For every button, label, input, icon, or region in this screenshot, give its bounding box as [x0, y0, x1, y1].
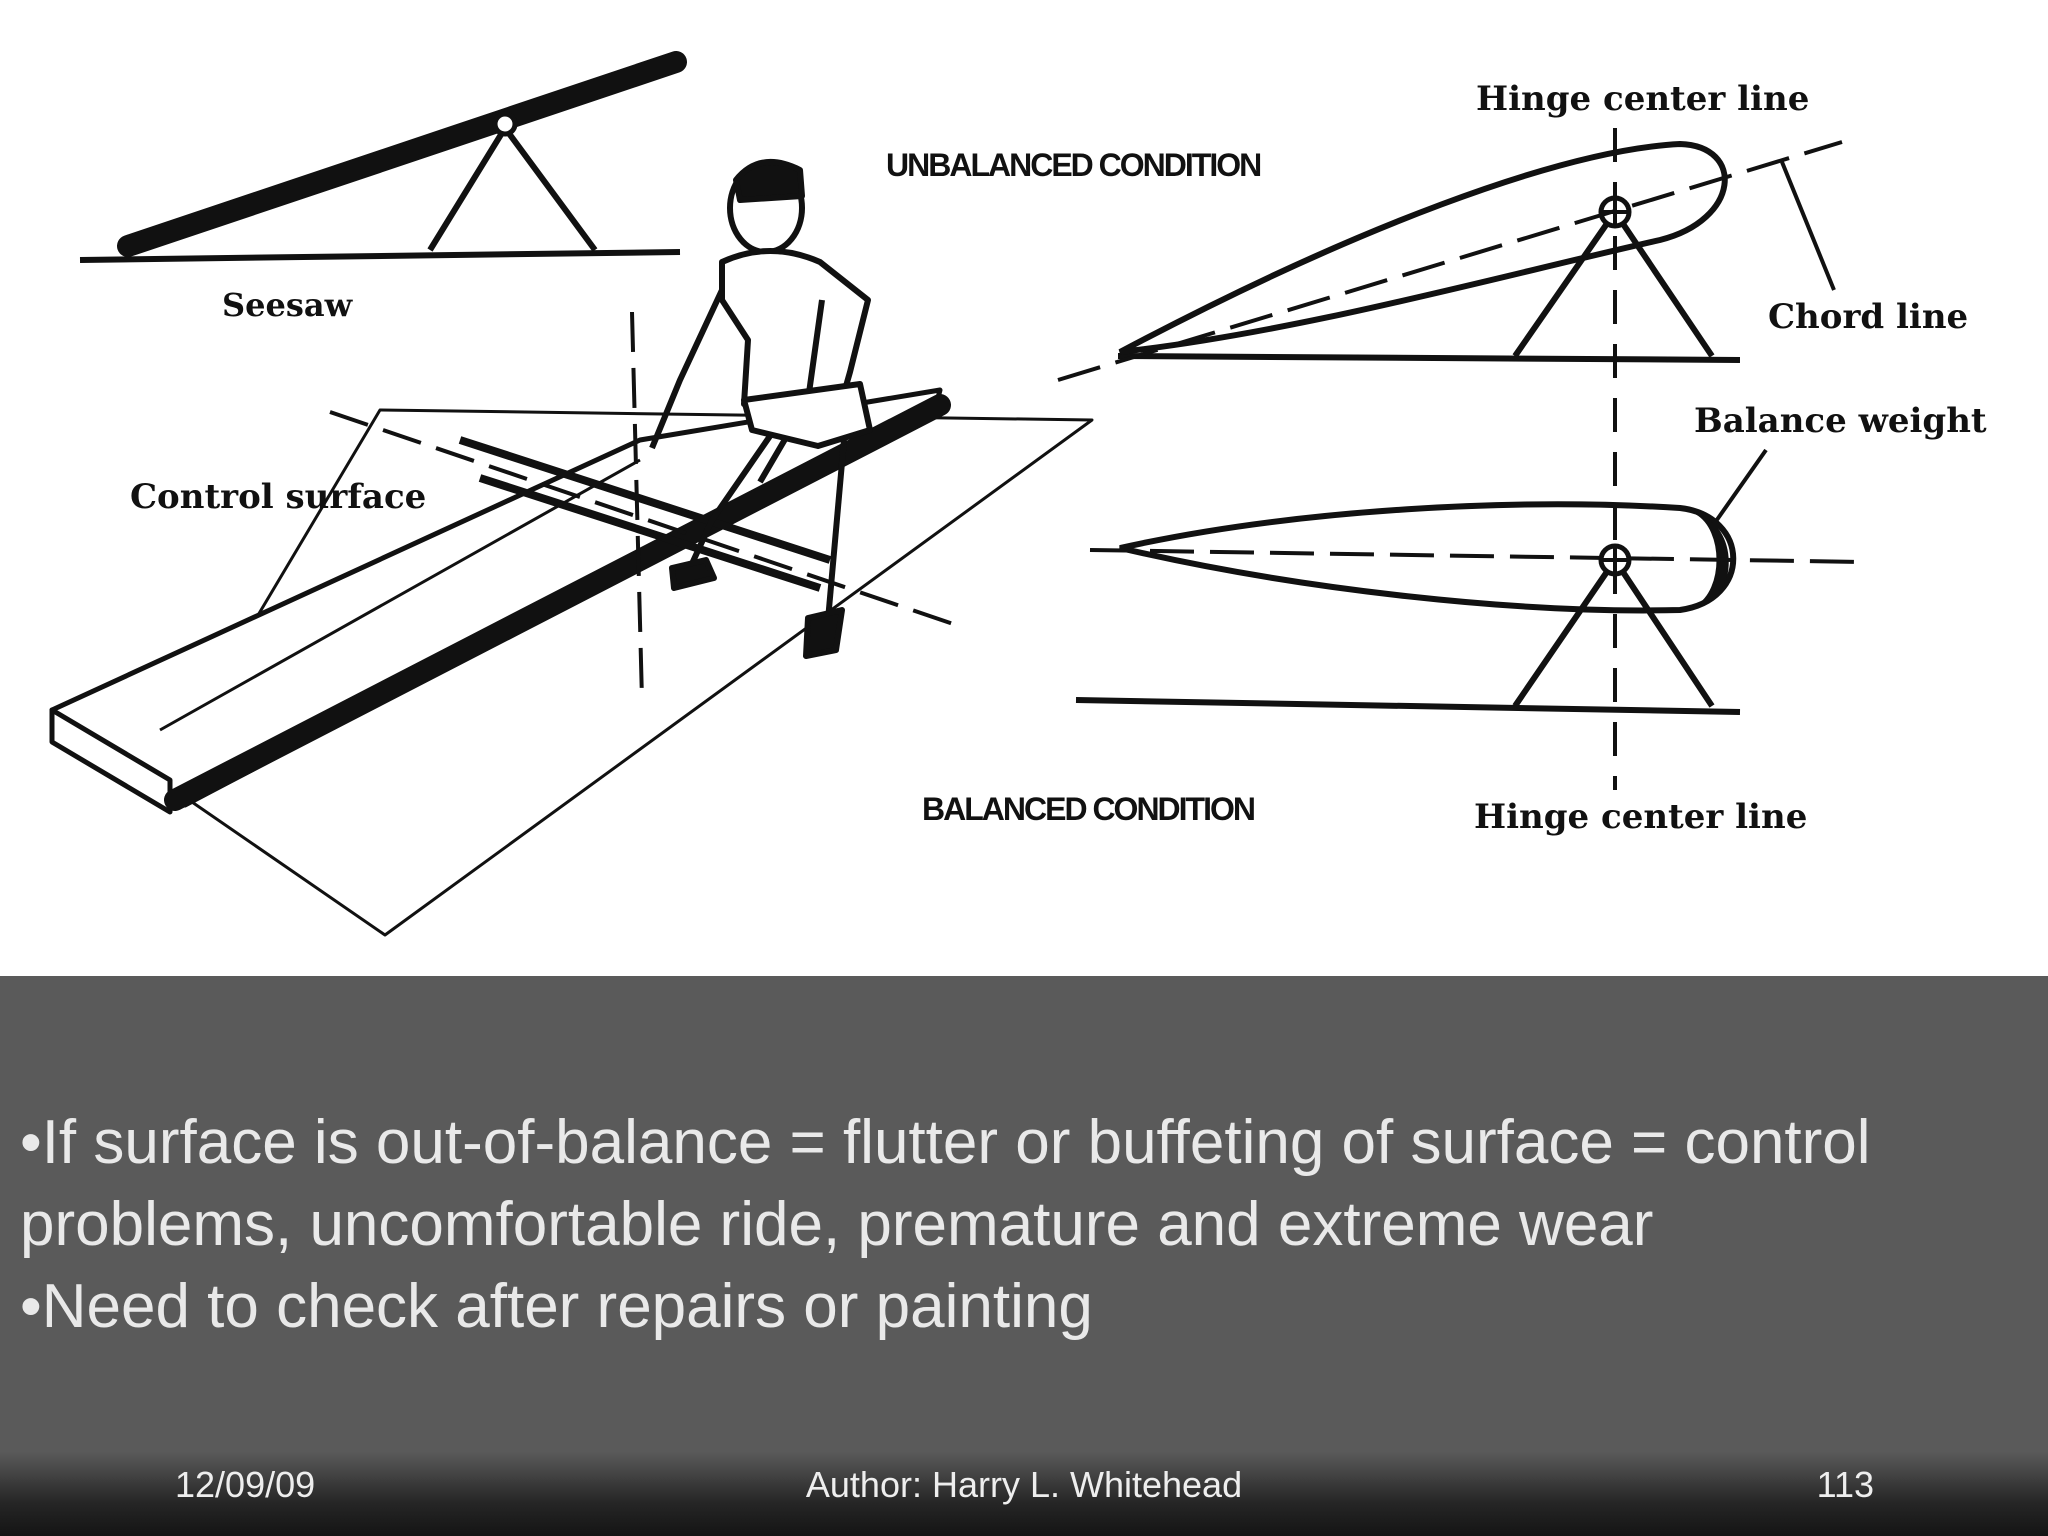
person-hair: [733, 159, 805, 203]
support-bar-1: [458, 436, 832, 564]
footer-page-number: 113: [1816, 1464, 1874, 1505]
seesaw-plank: [117, 51, 687, 257]
bullet-item: •Need to check after repairs or painting: [20, 1272, 1093, 1341]
person-left-arm: [649, 288, 725, 450]
footer: 12/09/09 Author: Harry L. Whitehead 113: [0, 1452, 2048, 1536]
control-surface-label: Control surface: [130, 477, 426, 517]
person-right-leg: [825, 439, 847, 621]
chord-line-label: Chord line: [1768, 297, 1968, 337]
hinge-label-bottom: Hinge center line: [1474, 797, 1807, 837]
unbalanced-ground: [1117, 353, 1741, 363]
hinge-label-top: Hinge center line: [1476, 79, 1809, 119]
unbalanced-airfoil: [1118, 140, 1728, 355]
balanced-ground: [1075, 697, 1741, 715]
unbalanced-chord-line: [1057, 140, 1843, 382]
diagram-svg: Seesaw: [49, 51, 1987, 937]
vertical-reference: [630, 311, 644, 701]
seesaw-illustration: [79, 51, 687, 263]
balance-weight: [1695, 513, 1729, 607]
footer-date: 12/09/09: [175, 1464, 316, 1505]
person-left-shoe: [669, 557, 717, 591]
person-figure: [649, 159, 873, 659]
balance-weight-label: Balance weight: [1694, 401, 1987, 441]
balance-weight-leader: [1712, 448, 1768, 526]
chord-leader: [1780, 161, 1836, 291]
text-area: [0, 976, 2048, 1452]
person-right-shoe: [803, 607, 845, 659]
balance-diagram: Seesaw: [0, 0, 2048, 976]
person-shirt: [719, 248, 871, 407]
unbalanced-label: UNBALANCED CONDITION: [886, 147, 1260, 183]
board-end-face: [49, 707, 173, 815]
balanced-chord-line: [1089, 548, 1867, 564]
bullet-item: •If surface is out-of-balance = flutter …: [20, 1108, 1871, 1259]
balanced-label: BALANCED CONDITION: [922, 791, 1254, 827]
seesaw-label: Seesaw: [222, 286, 354, 324]
seesaw-pivot: [492, 111, 518, 137]
footer-author: Author: Harry L. Whitehead: [805, 1464, 1243, 1505]
balanced-airfoil-group: [1075, 448, 1867, 715]
support-bar-2: [478, 474, 822, 592]
seesaw-ground: [79, 249, 681, 263]
bullet-list: •If surface is out-of-balance = flutter …: [20, 1102, 2000, 1348]
board-side-edge: [164, 394, 951, 811]
control-surface-illustration: [49, 159, 1094, 937]
person-shorts: [741, 381, 873, 449]
person-left-leg: [687, 434, 773, 570]
